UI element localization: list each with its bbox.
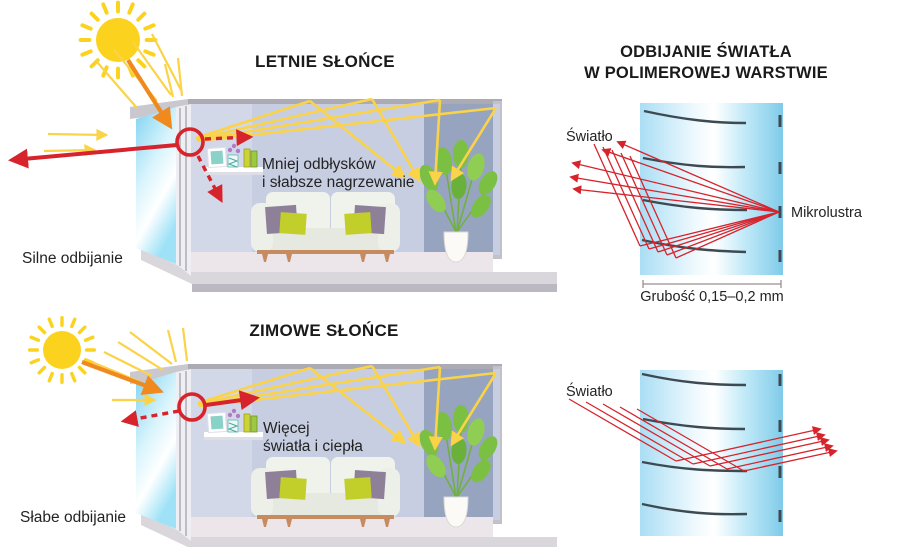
winter-title: ZIMOWE SŁOŃCE xyxy=(249,321,398,340)
interior-light-rays xyxy=(195,97,498,186)
polymer-diagram-top: ODBIJANIE ŚWIATŁA W POLIMEROWEJ WARSTWIE xyxy=(566,42,863,305)
polymer-title-line2: W POLIMEROWEJ WARSTWIE xyxy=(584,64,828,82)
impact-circle xyxy=(177,392,207,422)
winter-note-line1: Więcej xyxy=(263,420,310,437)
summer-title: LETNIE SŁOŃCE xyxy=(255,52,395,71)
impact-circle xyxy=(175,127,205,157)
transmitted-strong-arrow xyxy=(205,390,260,411)
thickness-label: Grubość 0,15–0,2 mm xyxy=(640,289,783,305)
weak-reflection-label: Słabe odbijanie xyxy=(20,509,126,526)
transmitted-weak-arrows xyxy=(196,129,254,204)
weak-reflection-arrow xyxy=(120,409,180,427)
strong-reflection-arrow xyxy=(8,143,178,169)
micromirror-arcs xyxy=(641,372,748,516)
sunbeam-arrow xyxy=(126,58,173,130)
thickness-measure xyxy=(642,280,782,288)
sunbeam-rays xyxy=(43,33,184,157)
winter-note-line2: światła i ciepła xyxy=(263,438,363,455)
room-interior xyxy=(129,363,558,547)
summer-note-line1: Mniej odbłysków xyxy=(262,156,377,173)
polymer-diagram-bottom: Światło xyxy=(566,370,838,536)
micromirrors-label: Mikrolustra xyxy=(791,205,863,221)
winter-scene: ZIMOWE SŁOŃCE Więcej światła i ciepła Sł… xyxy=(20,315,558,547)
summer-scene: LETNIE SŁOŃCE Mniej odbłysków i słabsze … xyxy=(8,0,558,293)
summer-note-line2: i słabsze nagrzewanie xyxy=(262,174,415,191)
light-rays xyxy=(569,140,780,259)
polymer-title-line1: ODBIJANIE ŚWIATŁA xyxy=(620,42,792,61)
sun-icon xyxy=(78,0,158,80)
strong-reflection-label: Silne odbijanie xyxy=(22,250,123,267)
polymer-layer xyxy=(640,103,783,275)
light-rays xyxy=(568,398,838,472)
sunbeam-arrow xyxy=(81,360,164,395)
light-label-bottom: Światło xyxy=(566,382,613,400)
light-label-top: Światło xyxy=(566,127,613,145)
sun-icon xyxy=(27,315,97,385)
